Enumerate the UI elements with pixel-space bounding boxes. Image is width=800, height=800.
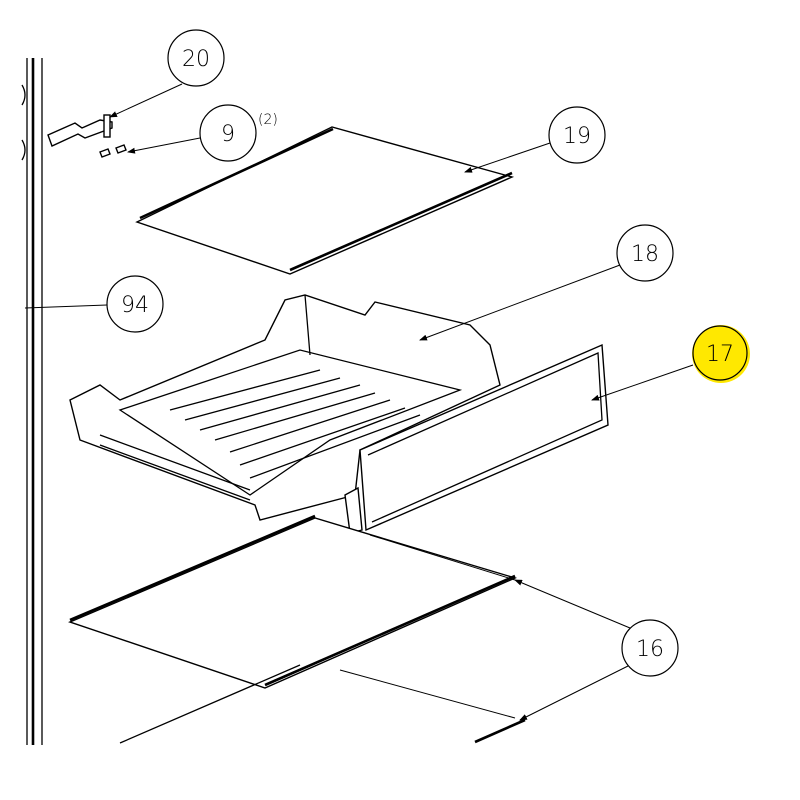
callout-17-highlighted[interactable]: 17	[692, 325, 750, 383]
callout-label: 19	[563, 124, 591, 149]
callout-quantity: (2)	[258, 112, 278, 128]
callout-9[interactable]: 9 (2)	[199, 104, 278, 162]
callout-label: 94	[121, 293, 149, 318]
callout-label: 9	[221, 122, 235, 147]
drawer-front-17	[344, 343, 609, 534]
callout-20[interactable]: 20	[167, 29, 225, 87]
callout-label: 16	[636, 637, 664, 662]
shelf-19	[135, 126, 515, 275]
leader-lines	[24, 83, 694, 721]
callout-label: 17	[706, 342, 734, 367]
callout-label: 20	[182, 47, 210, 72]
hinge-bracket	[47, 114, 127, 158]
callout-16[interactable]: 16	[621, 619, 679, 677]
callout-label: 18	[631, 242, 659, 267]
cabinet-wall	[21, 58, 43, 745]
callout-19[interactable]: 19	[548, 106, 606, 164]
callout-18[interactable]: 18	[616, 224, 674, 282]
drawer-18	[69, 294, 501, 521]
shelf-16	[68, 514, 526, 744]
callout-94[interactable]: 94	[106, 275, 164, 333]
